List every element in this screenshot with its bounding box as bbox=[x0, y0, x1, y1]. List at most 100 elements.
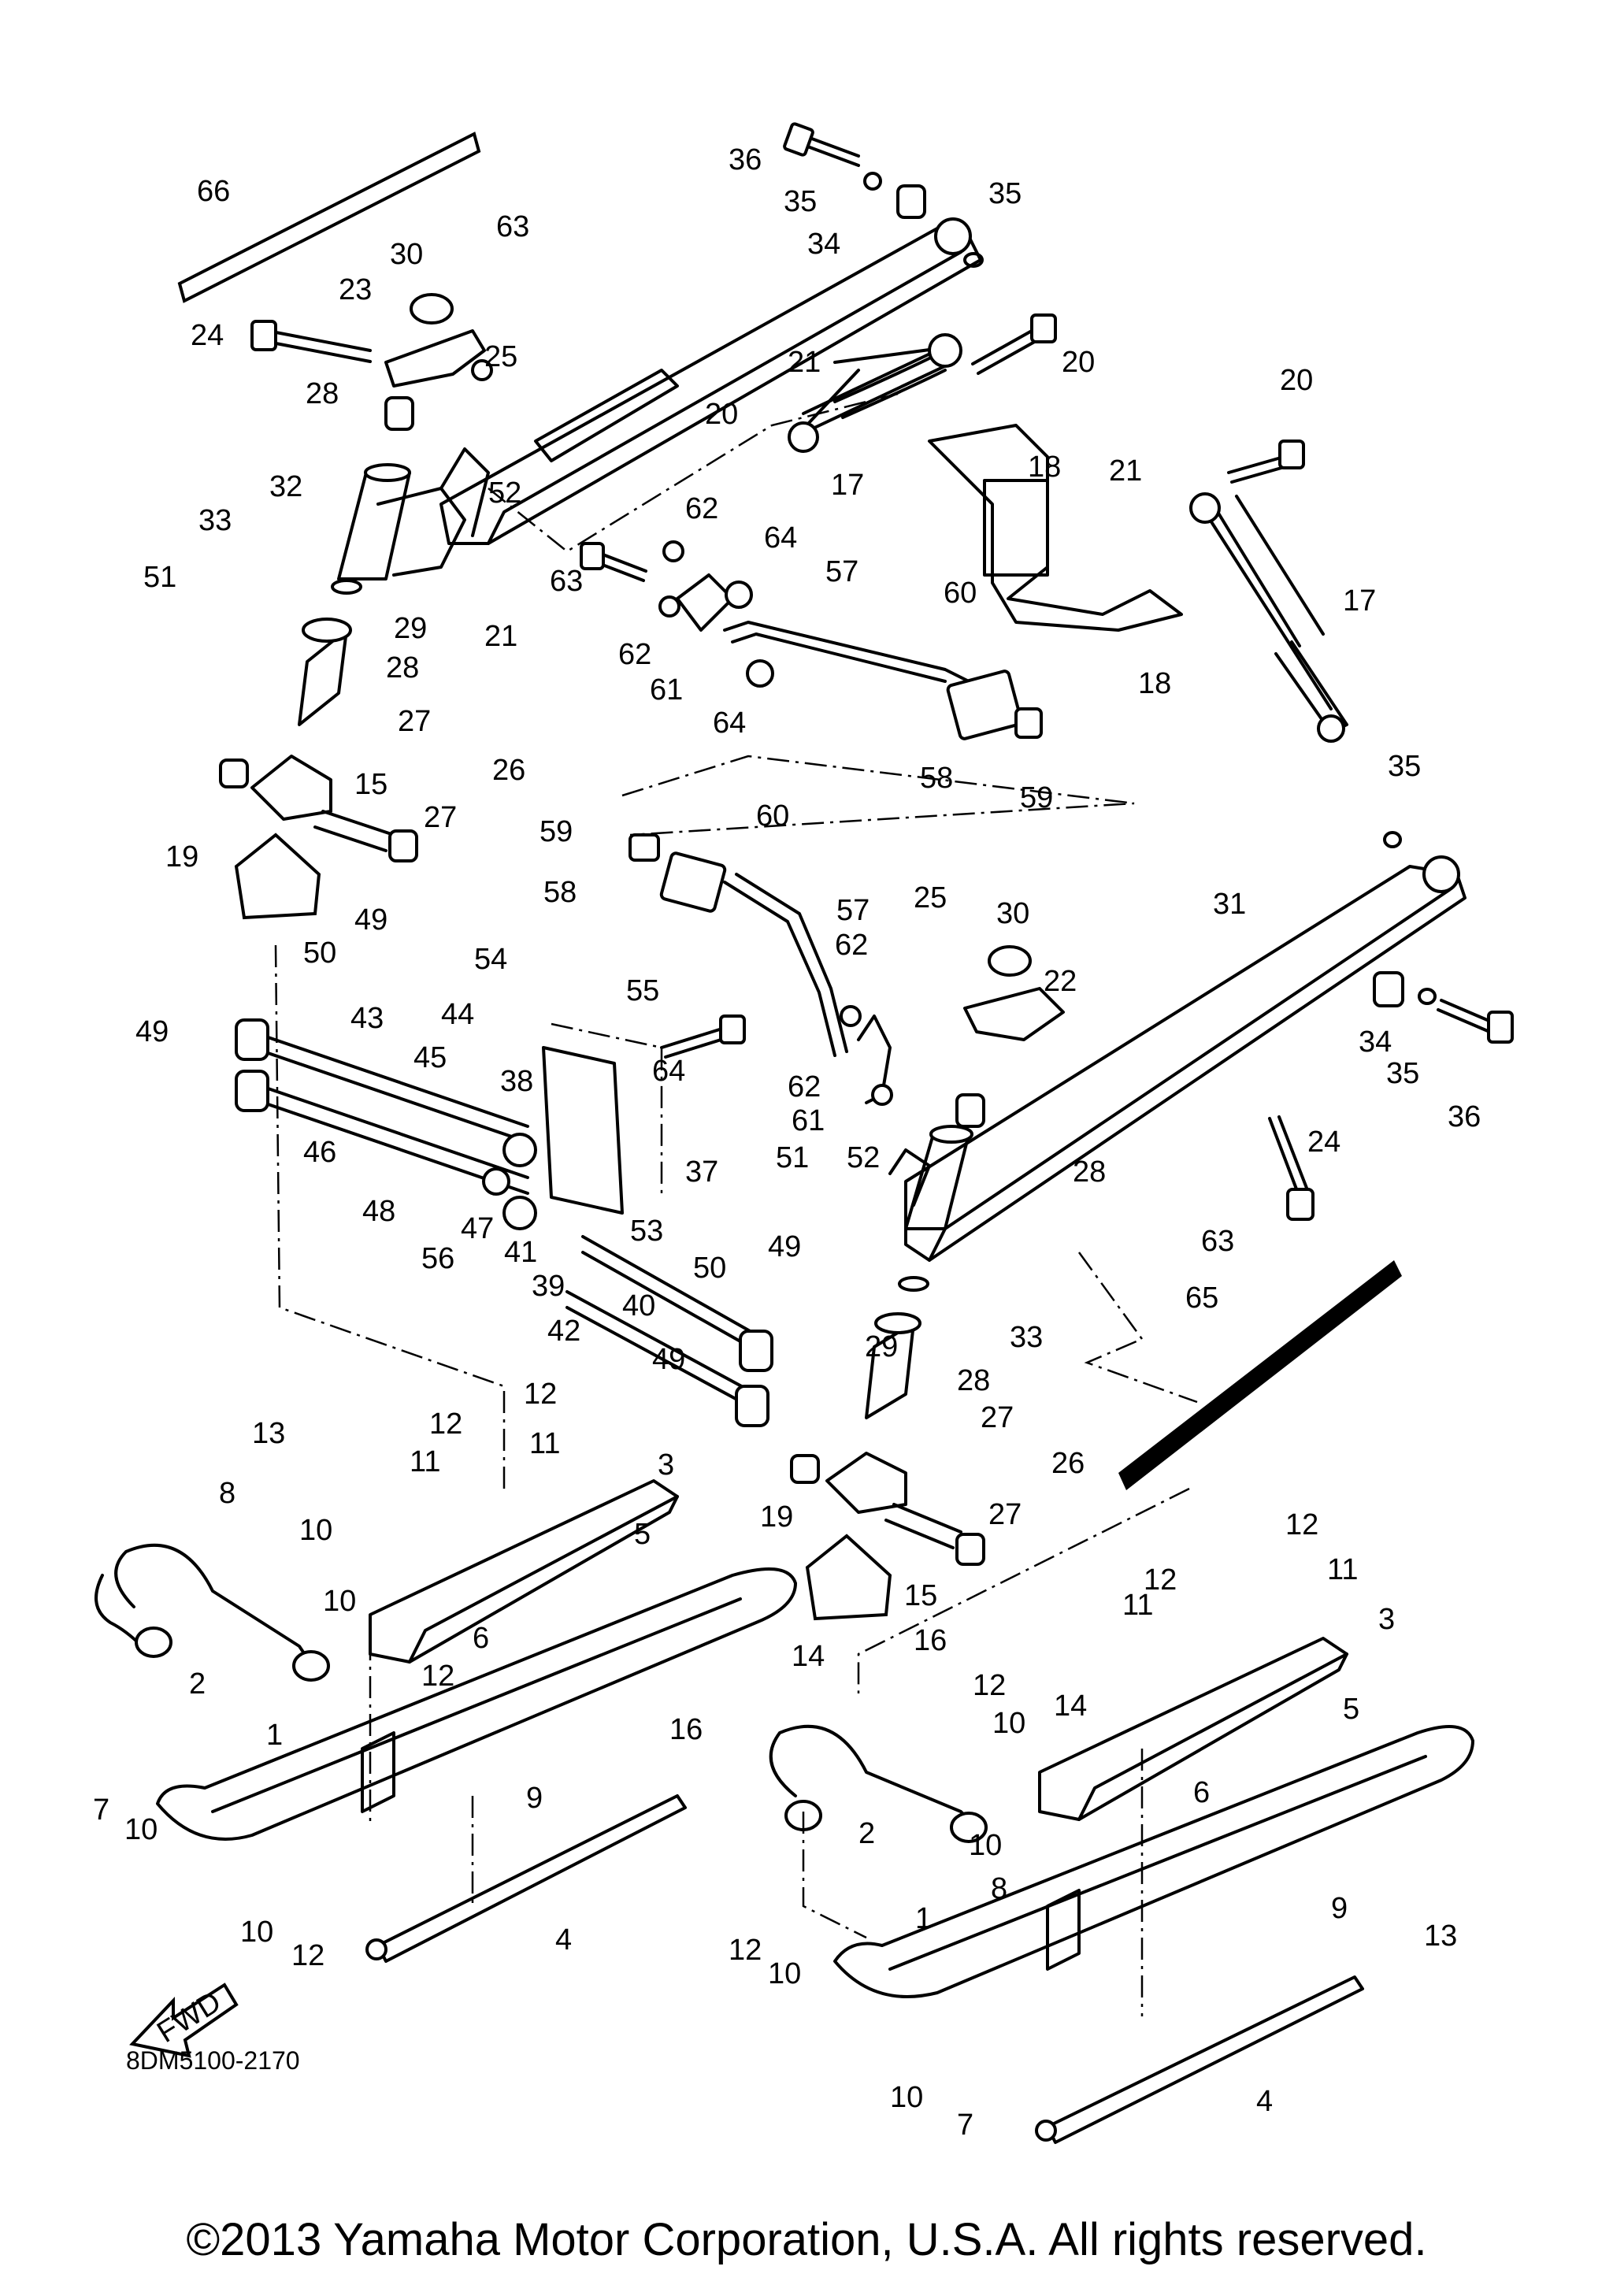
callout: 28 bbox=[306, 377, 339, 410]
callout: 2 bbox=[858, 1817, 875, 1850]
callout: 25 bbox=[484, 340, 517, 373]
link-61-lower bbox=[840, 1005, 893, 1106]
callout: 4 bbox=[1256, 2085, 1273, 2118]
callout: 35 bbox=[1388, 750, 1421, 783]
shock-absorber-17-right bbox=[1189, 492, 1348, 743]
callout: 19 bbox=[760, 1500, 793, 1534]
bolt-20-top bbox=[971, 313, 1057, 375]
callout: 8 bbox=[219, 1477, 235, 1510]
decal-stripe-65 bbox=[1118, 1260, 1402, 1490]
callout: 62 bbox=[835, 929, 868, 962]
callout: 63 bbox=[1201, 1225, 1234, 1258]
callout: 3 bbox=[658, 1448, 674, 1482]
callout: 25 bbox=[914, 881, 947, 914]
callout: 10 bbox=[890, 2081, 923, 2114]
callout: 12 bbox=[973, 1669, 1006, 1702]
callout: 12 bbox=[1285, 1508, 1318, 1541]
callout: 12 bbox=[729, 1934, 762, 1967]
callout: 59 bbox=[540, 815, 573, 848]
callout: 62 bbox=[618, 638, 651, 671]
callout: 38 bbox=[500, 1065, 533, 1098]
cap-30-lower bbox=[988, 945, 1032, 977]
shock-mount-bracket bbox=[928, 424, 1183, 632]
callout: 52 bbox=[847, 1141, 880, 1174]
washer-35-lower-b bbox=[1383, 831, 1402, 848]
callout: 1 bbox=[266, 1719, 283, 1752]
callout: 23 bbox=[339, 273, 372, 306]
callout: 63 bbox=[496, 210, 529, 243]
bushing-34 bbox=[896, 184, 926, 219]
callout: 2 bbox=[189, 1667, 206, 1701]
callout: 64 bbox=[713, 707, 746, 740]
bracket-19-right bbox=[805, 1534, 892, 1621]
callout: 37 bbox=[685, 1155, 718, 1189]
callout: 15 bbox=[904, 1579, 937, 1612]
callout: 62 bbox=[788, 1070, 821, 1103]
callout: 10 bbox=[299, 1514, 332, 1547]
callout: 21 bbox=[484, 620, 517, 653]
callout: 10 bbox=[323, 1585, 356, 1618]
callout: 41 bbox=[504, 1236, 537, 1269]
callout: 13 bbox=[1424, 1920, 1457, 1953]
callout: 6 bbox=[1193, 1776, 1210, 1809]
callout: 48 bbox=[362, 1195, 395, 1228]
bolt-63-upper bbox=[580, 542, 647, 582]
callout: 30 bbox=[996, 897, 1029, 930]
lower-trailing-arm-31 bbox=[904, 855, 1467, 1262]
pin-15-left bbox=[313, 810, 418, 862]
callout: 17 bbox=[831, 469, 864, 502]
diagram-code-label: 8DM5100-2170 bbox=[126, 2046, 300, 2075]
bushing-28-lower bbox=[955, 1093, 985, 1128]
callout: 35 bbox=[1386, 1057, 1419, 1090]
callout: 34 bbox=[807, 228, 840, 261]
nut-59-lower bbox=[629, 833, 660, 862]
nut-64-upper-b bbox=[725, 580, 753, 609]
callout: 26 bbox=[1051, 1447, 1085, 1480]
callout: 27 bbox=[398, 705, 431, 738]
bolt-20-right bbox=[1227, 440, 1305, 484]
callout: 10 bbox=[124, 1813, 158, 1846]
pin-15-right bbox=[884, 1503, 985, 1566]
callout: 10 bbox=[969, 1829, 1002, 1862]
ski-left bbox=[156, 1567, 797, 1841]
callout: 11 bbox=[1327, 1553, 1358, 1586]
bolt-36-lower bbox=[1437, 999, 1514, 1044]
callout: 49 bbox=[135, 1015, 169, 1048]
link-61-upper bbox=[658, 540, 734, 632]
callout: 60 bbox=[756, 799, 789, 833]
center-mount-plate bbox=[482, 1022, 663, 1230]
callout: 26 bbox=[492, 754, 525, 787]
callout: 11 bbox=[1122, 1589, 1153, 1622]
callout: 57 bbox=[836, 894, 870, 927]
bushing-28-upper bbox=[384, 396, 414, 431]
callout: 20 bbox=[1280, 364, 1313, 397]
assembly-guide-lines bbox=[274, 392, 1198, 2016]
callout: 12 bbox=[421, 1660, 454, 1693]
callout: 36 bbox=[729, 143, 762, 176]
callout: 12 bbox=[429, 1408, 462, 1441]
decal-stripe-66 bbox=[177, 132, 481, 303]
callout: 18 bbox=[1028, 451, 1061, 484]
callout: 63 bbox=[550, 565, 583, 598]
spindle-right bbox=[790, 1276, 929, 1514]
ski-right bbox=[833, 1725, 1474, 1998]
callout: 15 bbox=[354, 768, 387, 801]
callout: 64 bbox=[652, 1055, 685, 1088]
spindle-housing-lower bbox=[888, 1125, 973, 1230]
callout: 58 bbox=[920, 762, 953, 795]
callout: 58 bbox=[543, 876, 577, 909]
bracket-23 bbox=[384, 329, 493, 388]
callout: 10 bbox=[240, 1916, 273, 1949]
callout: 27 bbox=[981, 1401, 1014, 1434]
wear-bar-left bbox=[365, 1794, 687, 1963]
callout: 49 bbox=[768, 1230, 801, 1263]
callout: 30 bbox=[390, 238, 423, 271]
bracket-19-left bbox=[234, 833, 321, 920]
callout: 34 bbox=[1359, 1026, 1392, 1059]
callout: 29 bbox=[865, 1330, 898, 1363]
callout: 1 bbox=[915, 1902, 932, 1935]
callout: 17 bbox=[1343, 584, 1376, 618]
callout: 53 bbox=[630, 1215, 663, 1248]
shock-absorber-17-upper bbox=[788, 333, 962, 453]
callout: 21 bbox=[788, 346, 821, 379]
